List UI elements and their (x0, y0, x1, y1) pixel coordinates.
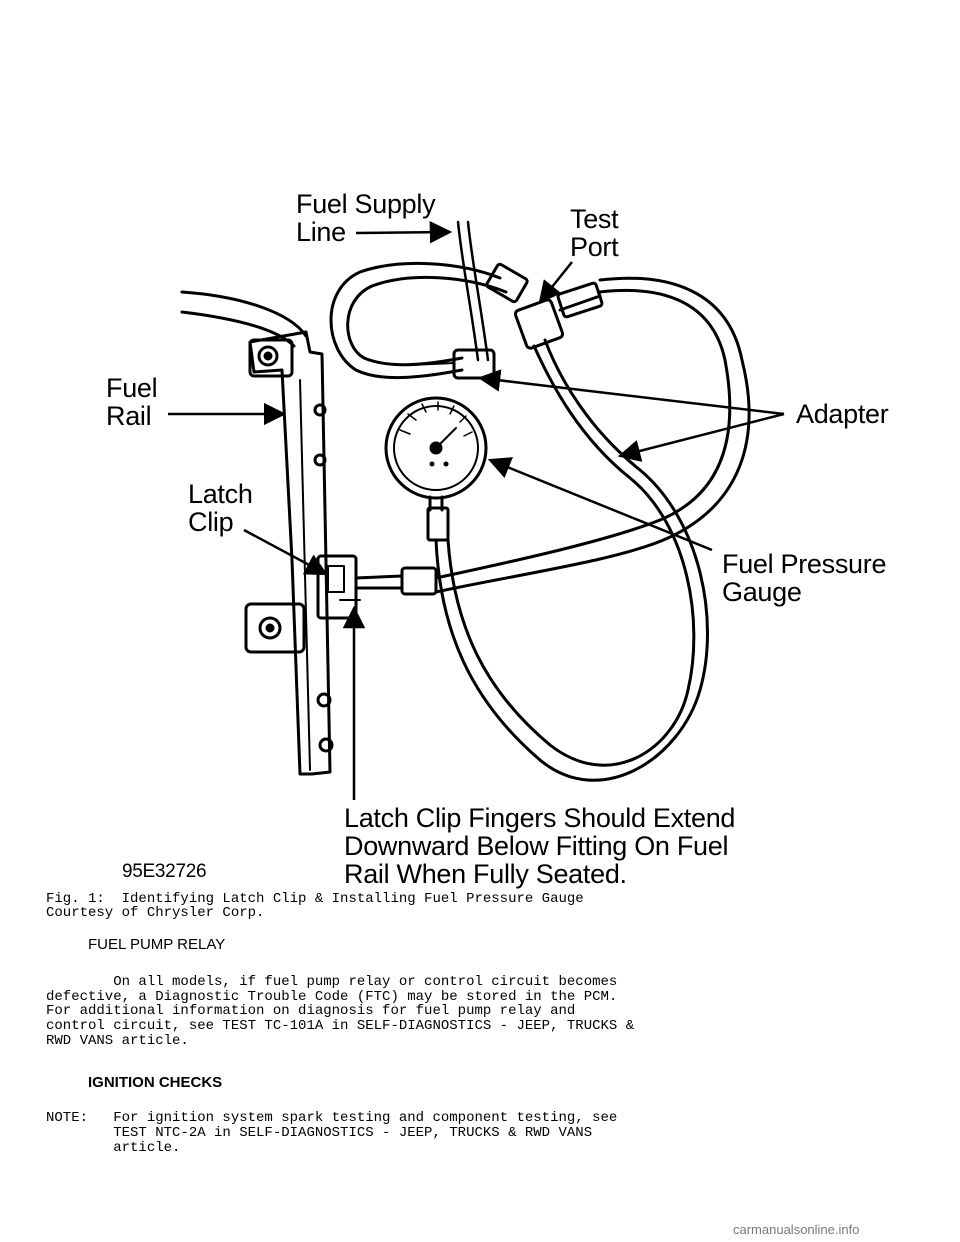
heading-fuel-pump-relay: FUEL PUMP RELAY (88, 936, 226, 953)
big-hose-loop-outer (434, 288, 732, 580)
label-latch-clip-note: Latch Clip Fingers Should Extend Downwar… (344, 803, 736, 889)
gauge-tee-hose (354, 574, 404, 590)
arrow-test-port (538, 261, 573, 304)
body-line: For additional information on diagnosis … (46, 1003, 576, 1019)
note-line: NOTE: For ignition system spark testing … (46, 1110, 618, 1126)
figure-fuel-pressure-gauge: Fuel Supply Line Test Port Fuel Rail Ada… (106, 189, 889, 889)
arrow-latch-clip (243, 528, 328, 576)
body-line: defective, a Diagnostic Trouble Code (FT… (46, 989, 618, 1005)
label-adapter: Adapter (796, 399, 889, 429)
rail-mount-upper (248, 338, 294, 378)
label-latch-clip: Latch Clip (188, 479, 253, 537)
label-fuel-rail: Fuel Rail (106, 373, 158, 431)
hose-left-loop (329, 261, 502, 380)
hose-down-loop (434, 338, 709, 782)
test-port-tee (513, 298, 565, 350)
note-line: article. (46, 1140, 181, 1156)
arrow-fuel-supply-line (355, 220, 453, 244)
label-fuel-pressure-gauge: Fuel Pressure Gauge (722, 549, 887, 607)
fuel-rail-body (248, 330, 332, 776)
rail-mount-lower (244, 602, 306, 654)
watermark: carmanualsonline.info (733, 1222, 860, 1237)
body-line: On all models, if fuel pump relay or con… (46, 974, 618, 990)
rail-feed-pipe (180, 290, 308, 338)
gauge-body (384, 396, 488, 500)
note-line: TEST NTC-2A in SELF-DIAGNOSTICS - JEEP, … (46, 1125, 593, 1141)
figure-caption: Fig. 1: Identifying Latch Clip & Install… (46, 891, 584, 907)
body-line: RWD VANS article. (46, 1033, 189, 1049)
arrow-fuel-pressure-gauge (487, 457, 713, 552)
label-fuel-supply-line: Fuel Supply Line (296, 189, 436, 247)
arrow-adapter-2 (617, 412, 785, 462)
fuel-system-illustration (168, 220, 785, 800)
figure-code: 95E32726 (122, 861, 207, 882)
body-line: control circuit, see TEST TC-101A in SEL… (46, 1018, 635, 1034)
figure-courtesy: Courtesy of Chrysler Corp. (46, 905, 265, 921)
fuel-supply-line-tube (456, 220, 480, 362)
heading-ignition-checks: IGNITION CHECKS (88, 1074, 223, 1091)
arrow-adapter-1 (477, 369, 785, 416)
label-test-port: Test Port (570, 204, 619, 262)
